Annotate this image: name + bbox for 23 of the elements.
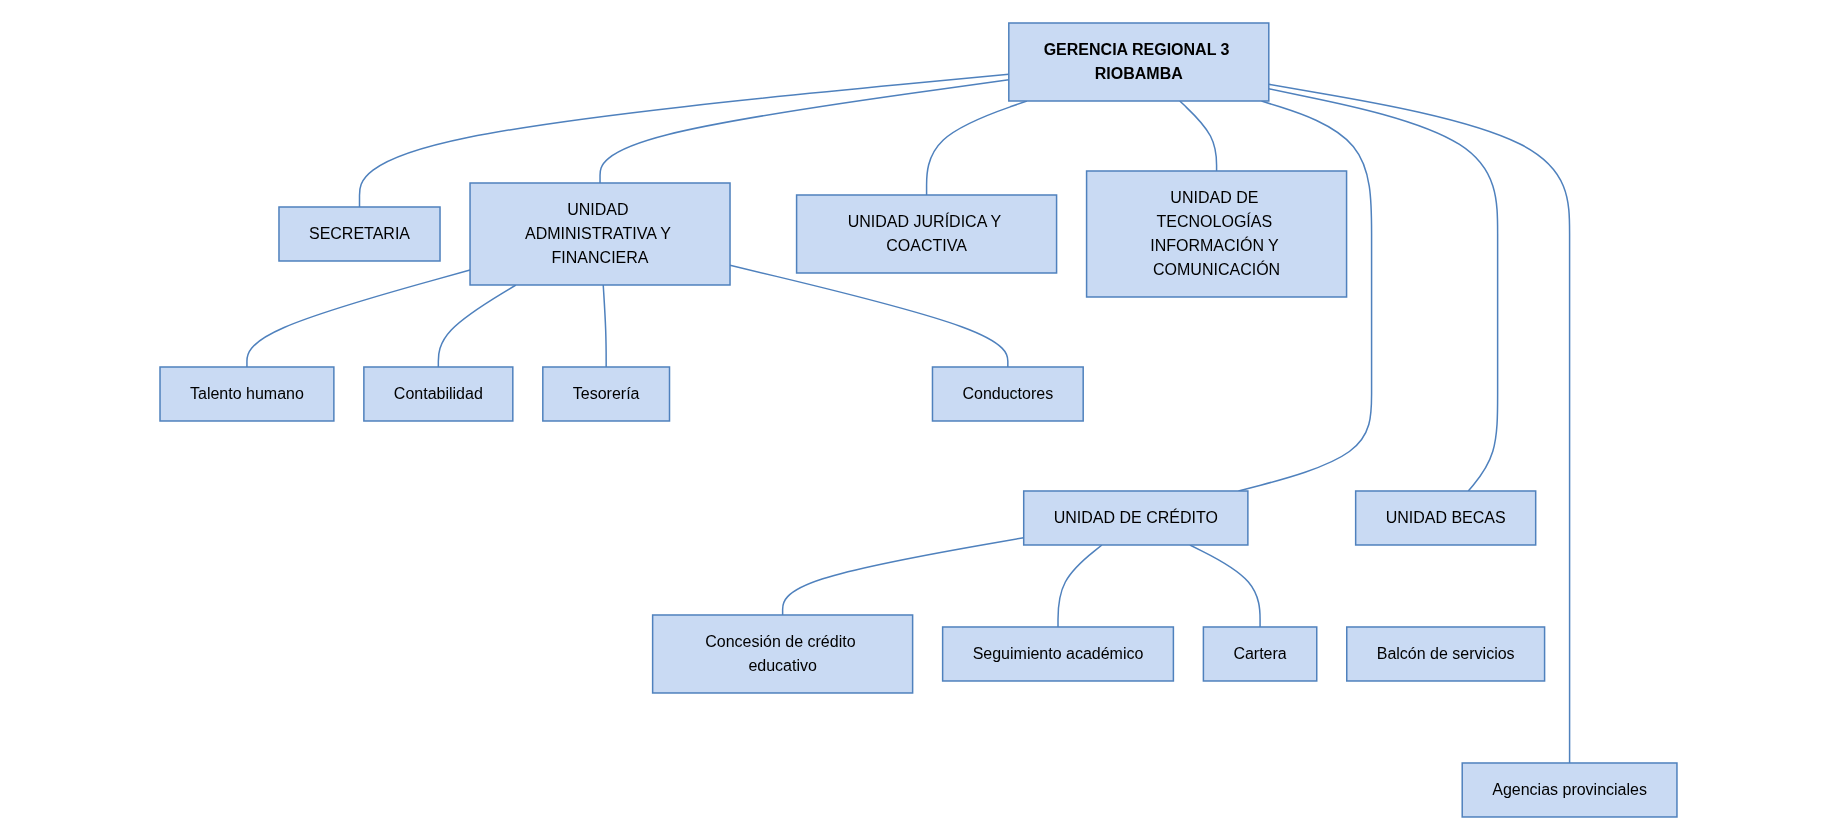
node-box: Conductores [931,365,1084,422]
node-box: Tesorería [541,365,670,422]
node-box: Contabilidad [362,365,514,422]
node-box: UNIDAD DE TECNOLOGÍAS INFORMACIÓN Y COMUNICACIÓN [1085,169,1347,298]
node-box: Talento humano [158,365,335,422]
node-box: UNIDAD ADMINISTRATIVA Y FINANCIERA [468,181,731,286]
node-box: Seguimiento académico [941,625,1174,682]
connector [437,283,517,368]
node-box: SECRETARIA [277,205,441,262]
node-box: Cartera [1202,625,1317,682]
node-box: GERENCIA REGIONAL 3 RIOBAMBA [1007,21,1270,102]
connector [602,283,607,368]
connector [1178,99,1217,172]
node-box: Agencias provinciales [1461,761,1678,818]
node-box: Balcón de servicios [1345,625,1545,682]
node-box: UNIDAD BECAS [1354,489,1536,546]
connector [1056,543,1103,628]
node-box: UNIDAD DE CRÉDITO [1022,489,1249,546]
connector [781,536,1024,616]
connector [925,99,1028,196]
node-box: Concesión de crédito educativo [651,613,913,694]
node-box: UNIDAD JURÍDICA Y COACTIVA [795,193,1057,274]
connector [1188,543,1261,628]
